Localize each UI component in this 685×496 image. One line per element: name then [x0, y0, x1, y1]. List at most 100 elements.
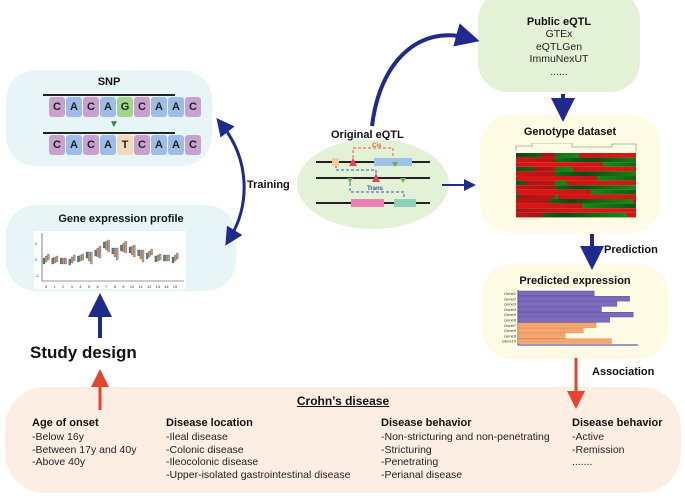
heatmap-cell: [594, 203, 597, 209]
heatmap-cell: [609, 189, 612, 195]
heatmap-cell: [561, 180, 564, 186]
heatmap-cell: [594, 208, 597, 213]
heatmap-cell: [603, 166, 606, 172]
heatmap-cell: [531, 176, 534, 181]
expression-box: [81, 253, 84, 261]
heatmap-cell: [591, 194, 594, 199]
heatmap-cell: [627, 189, 630, 195]
heatmap-cell: [522, 199, 525, 204]
heatmap-cell: [597, 208, 600, 213]
expression-box: [70, 256, 74, 264]
heatmap-cell: [552, 199, 555, 204]
heatmap-cell: [528, 176, 531, 181]
heatmap-cell: [537, 157, 540, 163]
heatmap-cell: [603, 212, 606, 218]
heatmap-cell: [621, 212, 624, 218]
heatmap-cell: [594, 166, 597, 172]
heatmap-cell: [558, 212, 561, 218]
heatmap-cell: [633, 176, 636, 181]
heatmap-cell: [630, 176, 633, 181]
heatmap-cell: [516, 176, 519, 181]
heatmap-cell: [561, 189, 564, 195]
heatmap-cell: [576, 162, 579, 167]
heatmap-cell: [543, 157, 546, 163]
heatmap-cell: [609, 208, 612, 213]
heatmap-cell: [594, 171, 597, 176]
heatmap-cell: [519, 157, 522, 163]
crohns-category: Disease behavior-Non-stricturing and non…: [381, 417, 550, 481]
heatmap-cell: [621, 153, 624, 158]
nucleotide: C: [83, 97, 99, 117]
heatmap-cell: [531, 212, 534, 218]
heatmap-cell: [573, 166, 576, 172]
heatmap-cell: [525, 212, 528, 218]
heatmap-cell: [600, 171, 603, 176]
heatmap-cell: [543, 203, 546, 209]
expression-box: [94, 249, 97, 257]
expression-box: [122, 242, 125, 253]
heatmap-cell: [519, 194, 522, 199]
trans-label: Trans: [367, 186, 384, 192]
heatmap-cell: [585, 180, 588, 186]
expression-box: [167, 254, 170, 262]
heatmap-cell: [531, 166, 534, 172]
expression-box: [55, 255, 59, 263]
heatmap-cell: [519, 180, 522, 186]
heatmap-cell: [630, 171, 633, 176]
gene-bar: [517, 296, 630, 302]
heatmap-cell: [519, 208, 522, 213]
gene-expression-title: Gene expression profile: [58, 213, 184, 225]
heatmap-cell: [630, 162, 633, 167]
heatmap-cell: [633, 199, 636, 204]
heatmap-cell: [615, 180, 618, 186]
heatmap-cell: [570, 180, 573, 186]
heatmap-cell: [522, 171, 525, 176]
gene-label: Gene9: [504, 333, 517, 338]
heatmap-cell: [558, 166, 561, 172]
heatmap-cell: [543, 176, 546, 181]
heatmap-cell: [543, 171, 546, 176]
heatmap-cell: [609, 194, 612, 199]
heatmap-cell: [621, 180, 624, 186]
nucleotide: C: [185, 135, 201, 155]
heatmap-cell: [555, 176, 558, 181]
heatmap-cell: [591, 199, 594, 204]
heatmap-cell: [552, 189, 555, 195]
heatmap-cell: [594, 194, 597, 199]
heatmap-cell: [549, 203, 552, 209]
gene-label: Gene2: [504, 296, 517, 301]
heatmap-cell: [594, 189, 597, 195]
heatmap-cell: [525, 185, 528, 190]
heatmap-cell: [549, 208, 552, 213]
heatmap-cell: [630, 212, 633, 218]
heatmap-cell: [531, 180, 534, 186]
heatmap-cell: [579, 199, 582, 204]
heatmap-cell: [537, 208, 540, 213]
heatmap-cell: [573, 185, 576, 190]
heatmap-cell: [573, 212, 576, 218]
heatmap-cell: [534, 208, 537, 213]
heatmap-cell: [630, 194, 633, 199]
predicted-expression-title: Predicted expression: [519, 275, 631, 287]
heatmap-cell: [579, 208, 582, 213]
expression-box: [133, 244, 136, 258]
heatmap-cell: [540, 189, 543, 195]
heatmap-cell: [633, 208, 636, 213]
heatmap-cell: [606, 176, 609, 181]
category-item: -Above 40y: [32, 456, 86, 468]
heatmap-cell: [633, 162, 636, 167]
heatmap-cell: [552, 208, 555, 213]
heatmap-cell: [624, 180, 627, 186]
nucleotide: A: [66, 135, 82, 155]
heatmap-cell: [588, 162, 591, 167]
heatmap-cell: [540, 157, 543, 163]
heatmap-cell: [582, 189, 585, 195]
heatmap-cell: [555, 171, 558, 176]
expression-box: [141, 249, 145, 263]
heatmap-cell: [588, 199, 591, 204]
arrow-to-public-eqtl: [370, 23, 480, 127]
heatmap-cell: [609, 199, 612, 204]
heatmap-cell: [519, 189, 522, 195]
